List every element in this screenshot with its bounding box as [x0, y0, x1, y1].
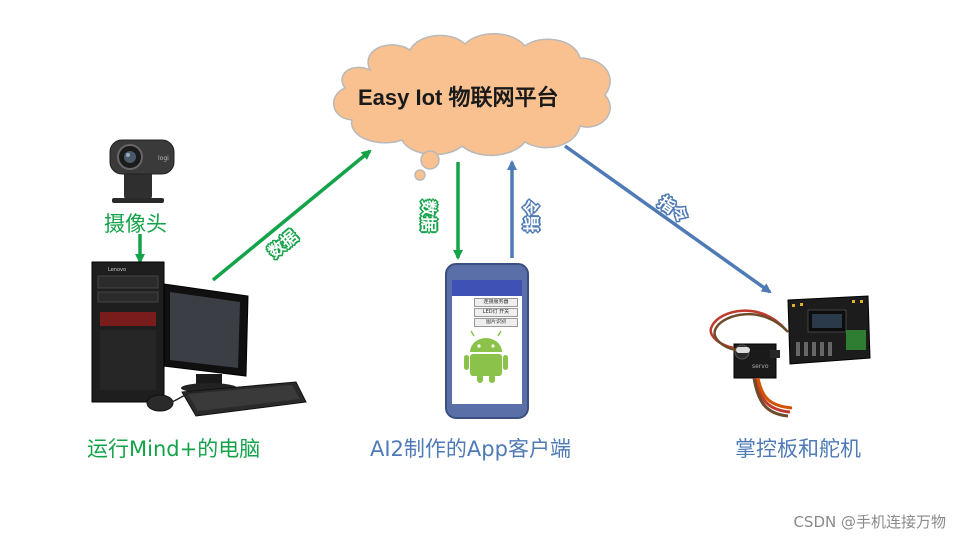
- arrow-label-phone-to-cloud: 指令: [522, 199, 542, 233]
- camera-label: 摄像头: [104, 212, 167, 236]
- desktop-computer-icon: Lenovo: [91, 261, 307, 417]
- svg-text:logi: logi: [158, 155, 169, 162]
- watermark: CSDN @手机连接万物: [793, 513, 946, 531]
- arrow-label-cloud-to-phone: 数据: [419, 199, 439, 233]
- phone-screen-button: LED灯 开关: [474, 308, 518, 317]
- webcam-icon: logi: [109, 139, 175, 203]
- phone-screen-button: 连接服务器: [474, 298, 518, 307]
- cloud-title: Easy Iot 物联网平台: [358, 85, 559, 110]
- controller-board-icon: [787, 295, 871, 365]
- cloud-shape: [333, 33, 611, 181]
- phone-app-titlebar: [455, 283, 524, 295]
- android-robot-icon: [464, 330, 508, 383]
- phone-label: AI2制作的App客户端: [370, 437, 571, 461]
- svg-text:Lenovo: Lenovo: [108, 267, 126, 273]
- phone-screen-button: 图片识别: [474, 318, 518, 327]
- controller-label: 掌控板和舵机: [735, 437, 861, 461]
- arrow-cloud-to-controller: [563, 144, 772, 294]
- svg-text:servo: servo: [752, 363, 769, 370]
- computer-label: 运行Mind+的电脑: [87, 437, 261, 461]
- arrow-computer-to-cloud: [211, 149, 372, 282]
- servo-motor-icon: servo: [709, 309, 793, 418]
